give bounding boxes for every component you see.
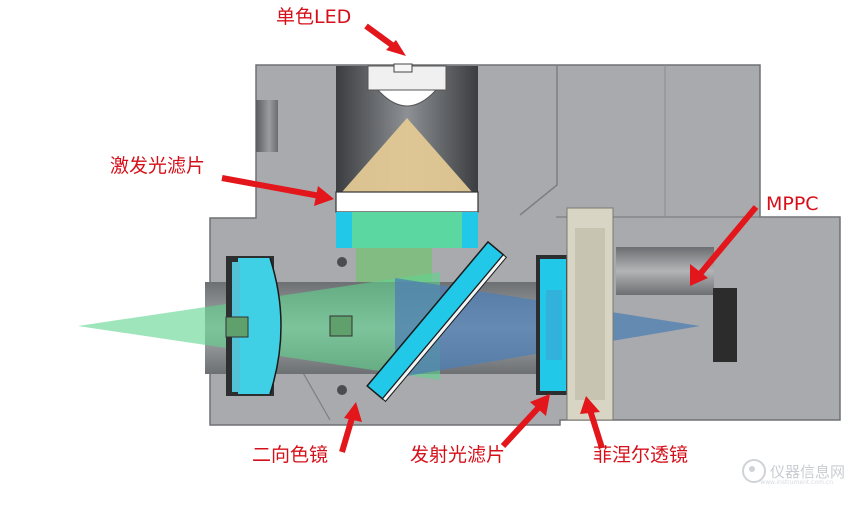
led-light-cone <box>342 118 472 192</box>
label-emission-filter: 发射光滤片 <box>410 444 506 466</box>
watermark-url: www.instrument.com.cn <box>760 479 833 486</box>
watermark-text: 仪器信息网 <box>769 462 845 481</box>
arrow-mppc <box>690 205 759 286</box>
excitation-filter <box>335 191 479 248</box>
arrow-emission <box>500 394 550 449</box>
screw <box>337 385 347 395</box>
screw <box>337 257 347 267</box>
label-mppc: MPPC <box>766 193 819 215</box>
arrow-dichroic <box>339 402 362 453</box>
arrow-excitation-filter <box>221 175 334 206</box>
label-led: 单色LED <box>276 6 352 28</box>
fresnel-lens <box>566 207 614 421</box>
objective-lens <box>225 256 353 396</box>
label-dichroic-mirror: 二向色镜 <box>252 444 329 466</box>
label-fresnel-lens: 菲涅尔透镜 <box>593 444 689 466</box>
arrow-fresnel <box>580 396 605 449</box>
arrow-led <box>364 23 406 56</box>
led-assembly <box>336 63 478 192</box>
dichroic-mirror <box>366 240 508 403</box>
label-excitation-filter: 激发光滤片 <box>110 155 206 177</box>
callout-arrows <box>221 23 759 453</box>
watermark-logo-icon <box>741 459 766 483</box>
watermark: 仪器信息网 www.instrument.com.cn <box>741 459 845 486</box>
emission-filter <box>536 255 568 395</box>
side-port <box>256 100 278 152</box>
